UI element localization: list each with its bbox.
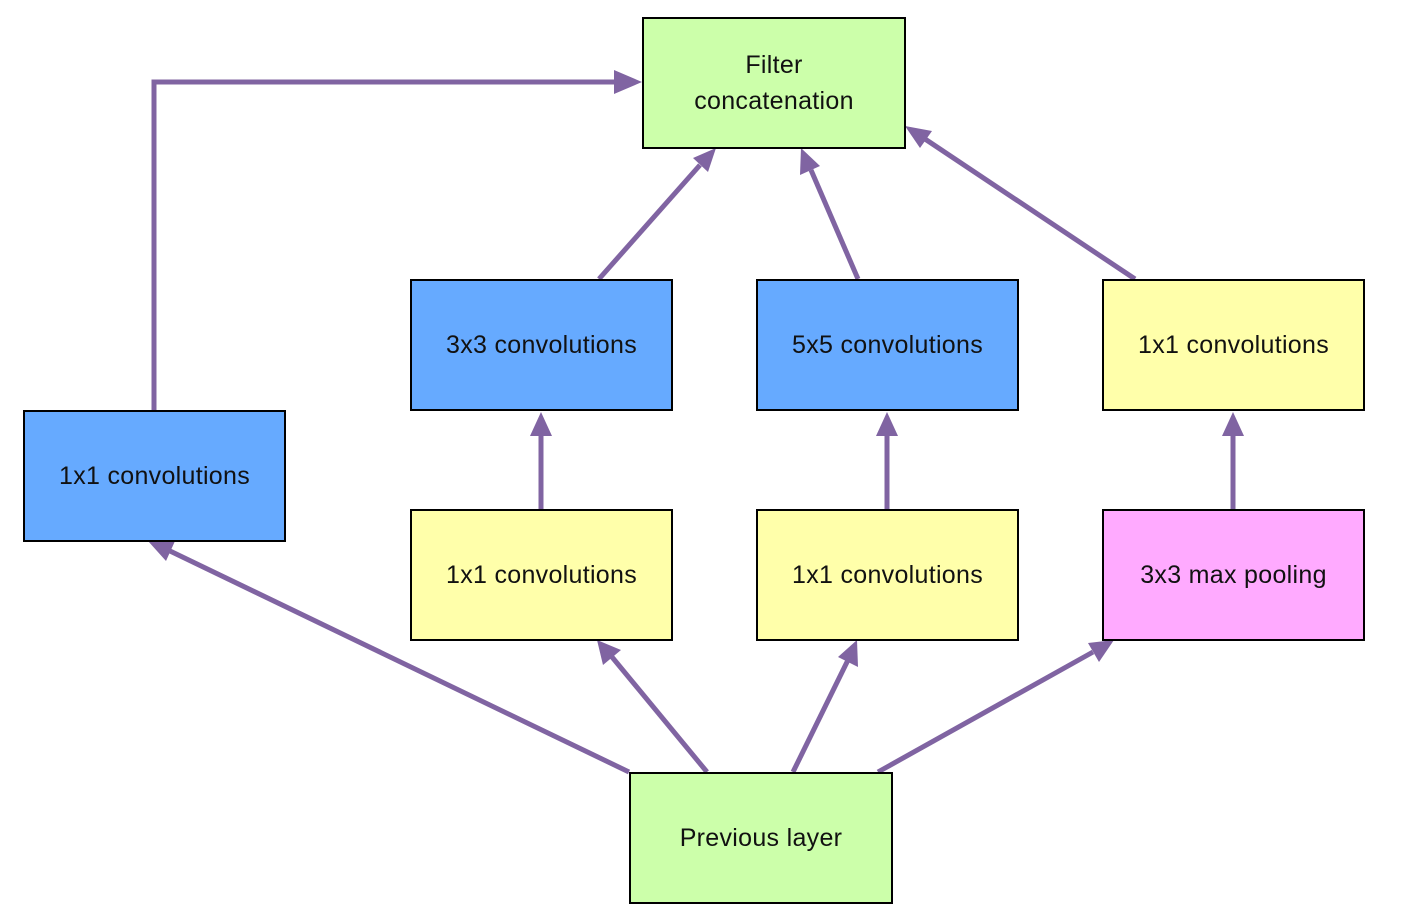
- reduce-3x3-node: 1x1 convolutions: [410, 509, 673, 641]
- reduce-5x5-label: 1x1 convolutions: [791, 561, 984, 589]
- arrowhead-icon: [838, 640, 858, 667]
- conv3x3-node: 3x3 convolutions: [410, 279, 673, 411]
- conv1x1-direct-node: 1x1 convolutions: [23, 410, 286, 542]
- edge-conv5x5-to-filter-concat: [808, 169, 861, 280]
- pool-projection-node: 1x1 convolutions: [1102, 279, 1365, 411]
- max-pooling-label: 3x3 max pooling: [1140, 561, 1327, 589]
- arrowhead-icon: [1088, 640, 1114, 662]
- filter-concatenation-label: Filter concatenation: [694, 51, 854, 115]
- arrowhead-icon: [800, 148, 820, 175]
- arrowhead-icon: [597, 640, 621, 665]
- arrowhead-icon: [693, 148, 716, 172]
- max-pooling-node: 3x3 max pooling: [1102, 509, 1365, 641]
- arrowhead-icon: [614, 70, 642, 94]
- edge-pool-proj-to-filter-concat: [923, 136, 1137, 282]
- pool-projection-label: 1x1 convolutions: [1137, 331, 1330, 359]
- edge-previous-layer-to-reduce5x5: [790, 658, 851, 774]
- arrowhead-icon: [905, 126, 932, 148]
- edge-conv3x3-to-filter-concat: [597, 163, 702, 281]
- previous-layer-node: Previous layer: [629, 772, 893, 904]
- conv5x5-label: 5x5 convolutions: [791, 331, 984, 359]
- edge-previous-layer-to-max-pool: [876, 649, 1095, 775]
- conv5x5-node: 5x5 convolutions: [756, 279, 1019, 411]
- reduce-5x5-node: 1x1 convolutions: [756, 509, 1019, 641]
- arrowhead-icon: [530, 412, 552, 436]
- conv3x3-label: 3x3 convolutions: [445, 331, 638, 359]
- edge-previous-layer-to-reduce3x3: [610, 655, 709, 774]
- conv1x1-direct-label: 1x1 convolutions: [58, 462, 251, 490]
- filter-concatenation-node: Filter concatenation: [642, 17, 906, 149]
- reduce-3x3-label: 1x1 convolutions: [445, 561, 638, 589]
- arrowhead-icon: [876, 412, 898, 436]
- arrowhead-icon: [1222, 412, 1244, 436]
- previous-layer-label: Previous layer: [679, 824, 843, 852]
- arrowhead-icon: [148, 541, 175, 561]
